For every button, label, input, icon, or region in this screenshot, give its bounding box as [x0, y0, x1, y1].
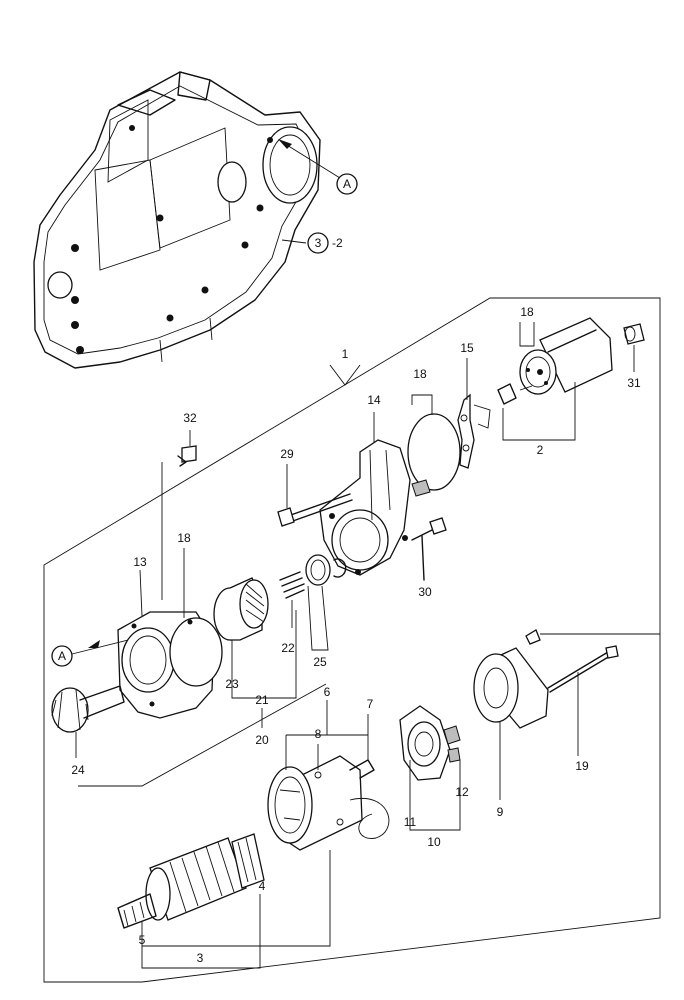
terminal-boot: 31 [623, 323, 645, 390]
drive-housing: 14 [319, 393, 411, 576]
rear-cover: 9 [473, 647, 549, 819]
gasket-plate: 18 [407, 367, 461, 497]
svg-text:18: 18 [520, 305, 534, 319]
svg-text:14: 14 [367, 393, 381, 407]
svg-text:21: 21 [255, 693, 269, 707]
pinion-leader [78, 683, 327, 787]
label-18-solenoid: 18 [519, 305, 535, 347]
reference-a-callout-left: A [51, 639, 129, 667]
reference-a-callout-top: A [278, 139, 358, 195]
svg-text:18: 18 [413, 367, 427, 381]
svg-text:9: 9 [497, 805, 504, 819]
svg-text:15: 15 [460, 341, 474, 355]
through-bolt: 19 [525, 629, 660, 773]
front-housing: 13 18 [117, 531, 223, 719]
solenoid-switch [497, 317, 613, 405]
ref-3-suffix: -2 [332, 236, 343, 250]
svg-text:1: 1 [342, 347, 349, 361]
shift-lever: 15 [457, 341, 491, 469]
ref-3-label: 3 [315, 236, 322, 250]
svg-text:24: 24 [71, 763, 85, 777]
svg-text:4: 4 [259, 879, 266, 893]
svg-text:11: 11 [404, 815, 417, 829]
yoke-field-assembly: 6 7 8 [267, 685, 390, 851]
svg-text:10: 10 [427, 835, 441, 849]
bolt-29: 29 [277, 447, 353, 527]
svg-text:20: 20 [255, 733, 269, 747]
overrunning-clutch [213, 577, 269, 641]
svg-text:22: 22 [281, 641, 295, 655]
bolt-30: 30 [411, 517, 447, 599]
svg-text:25: 25 [313, 655, 327, 669]
svg-text:32: 32 [183, 411, 197, 425]
starter-assembly-boundary [43, 297, 661, 983]
svg-text:12: 12 [455, 785, 469, 799]
svg-text:19: 19 [575, 759, 589, 773]
svg-text:13: 13 [133, 555, 147, 569]
svg-text:3: 3 [197, 951, 204, 965]
armature: 5 3 4 [117, 833, 266, 969]
svg-text:31: 31 [627, 376, 641, 390]
svg-text:7: 7 [367, 697, 374, 711]
svg-text:18: 18 [177, 531, 191, 545]
brush-holder: 11 10 12 [399, 705, 469, 849]
svg-text:5: 5 [139, 933, 146, 947]
svg-text:8: 8 [315, 727, 322, 741]
yoke-leader [142, 850, 331, 947]
svg-text:29: 29 [280, 447, 294, 461]
label-2-group: 2 [502, 382, 576, 457]
svg-text:A: A [58, 649, 66, 663]
svg-text:6: 6 [324, 685, 331, 699]
pinion-gear-shaft: 24 [51, 685, 125, 777]
svg-text:23: 23 [225, 677, 239, 691]
screw-32: 32 [161, 411, 197, 600]
snap-ring-stopper [305, 554, 347, 586]
spring [279, 571, 305, 599]
svg-text:2: 2 [537, 443, 544, 457]
label-20-25-brackets: 23 21 22 25 20 [225, 585, 329, 747]
reference-3-2-callout: 3 -2 [281, 232, 343, 254]
svg-text:30: 30 [418, 585, 432, 599]
assembly-label-1: 1 [329, 347, 361, 386]
flywheel-housing [33, 71, 321, 369]
ref-a-label: A [343, 177, 351, 191]
